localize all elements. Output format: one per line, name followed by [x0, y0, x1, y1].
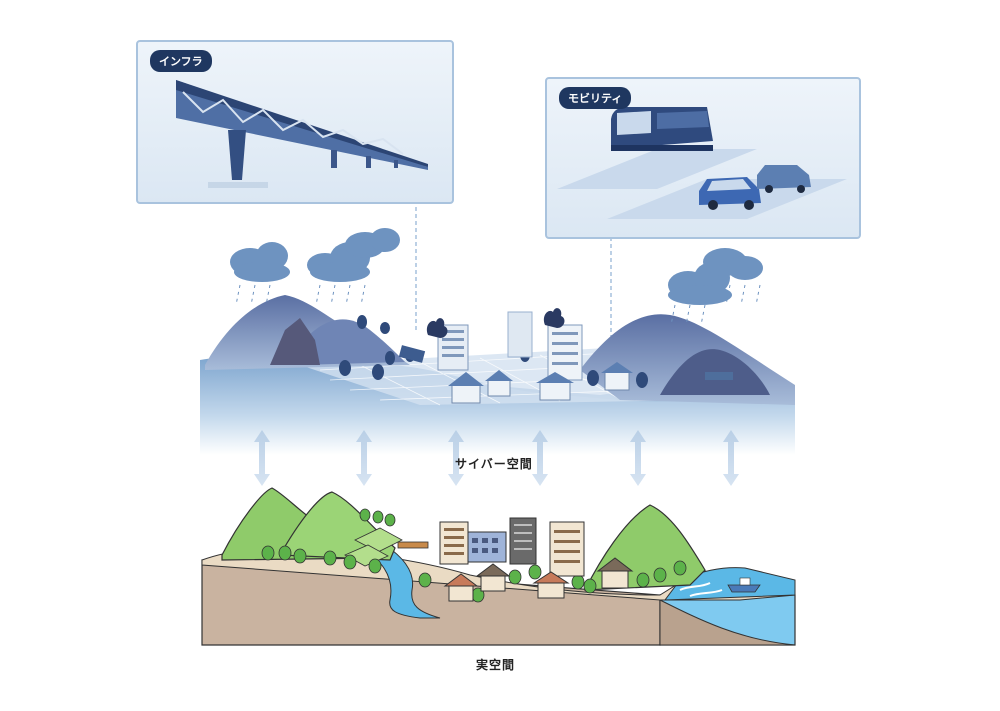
real-space-caption: 実空間	[476, 656, 515, 673]
sync-arrow	[532, 430, 548, 486]
infra-panel: インフラ	[136, 40, 454, 204]
sync-arrow	[630, 430, 646, 486]
cyber-space-caption: サイバー空間	[455, 455, 533, 472]
infra-label: インフラ	[150, 50, 212, 72]
cyber-space-landscape	[200, 295, 795, 455]
real-space-diorama	[202, 488, 795, 645]
sync-arrow	[723, 430, 739, 486]
mobility-label: モビリティ	[559, 87, 631, 109]
mobility-panel: モビリティ	[545, 77, 861, 239]
